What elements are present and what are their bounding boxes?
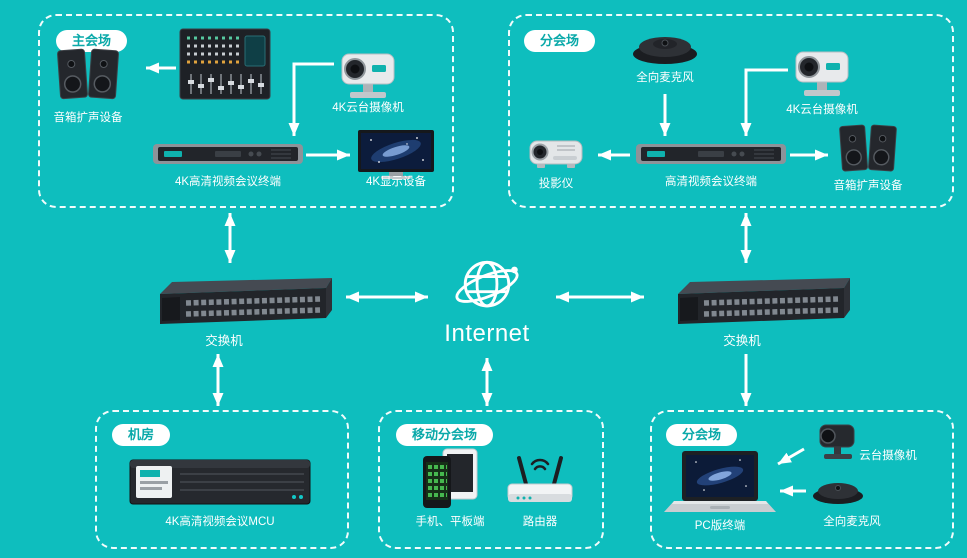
internet-label: Internet — [444, 320, 530, 347]
omni-mic-top-label: 全向麦克风 — [636, 72, 694, 84]
speakers-main-label: 音箱扩声设备 — [53, 112, 123, 124]
pill-mobile-branch: 移动分会场 — [396, 424, 494, 447]
terminal-branch-label: 高清视频会议终端 — [665, 176, 757, 188]
audio-mixer-icon — [179, 28, 271, 100]
pill-branch-venue-top: 分会场 — [524, 30, 596, 53]
projector-icon — [527, 134, 585, 172]
pill-machine-room: 机房 — [112, 424, 171, 447]
ptz-camera-branch-icon — [790, 46, 854, 98]
switch-left-label: 交换机 — [205, 334, 243, 348]
omni-microphone-top-icon — [629, 30, 701, 66]
router-label: 路由器 — [522, 516, 558, 528]
group-machine-room — [95, 410, 349, 549]
speakers-icon — [56, 46, 120, 104]
omni-microphone-bottom-icon — [810, 478, 866, 506]
camera-small-label: 云台摄像机 — [859, 450, 917, 462]
router-icon — [504, 448, 576, 510]
phone-tablet-icon — [421, 448, 479, 510]
network-switch-left-icon — [148, 272, 332, 332]
camera-main-label: 4K云台摄像机 — [332, 102, 404, 114]
conference-terminal-main-icon — [153, 143, 303, 167]
group-branch-venue-top — [508, 14, 954, 208]
pill-branch-venue-bottom: 分会场 — [666, 424, 738, 447]
network-switch-right-icon — [666, 272, 850, 332]
pc-terminal-label: PC版终端 — [694, 520, 746, 532]
omni-mic-bottom-label: 全向麦克风 — [823, 516, 881, 528]
display-main-label: 4K显示设备 — [365, 176, 427, 188]
group-branch-venue-bottom — [650, 410, 954, 549]
speakers-branch-label: 音箱扩声设备 — [833, 180, 903, 192]
laptop-icon — [664, 450, 776, 516]
mcu-rack-icon — [128, 452, 312, 510]
group-mobile-branch — [378, 410, 604, 549]
conference-terminal-branch-icon — [636, 143, 786, 167]
speakers-branch-icon — [836, 122, 900, 176]
projector-label: 投影仪 — [538, 178, 574, 190]
switch-right-label: 交换机 — [723, 334, 761, 348]
display-icon — [357, 130, 435, 180]
ptz-camera-main-icon — [336, 48, 400, 100]
ptz-camera-small-icon — [812, 422, 860, 462]
mobile-devices-label: 手机、平板端 — [415, 516, 485, 528]
internet-globe-icon — [451, 250, 523, 322]
terminal-main-label: 4K高清视频会议终端 — [174, 176, 282, 188]
mcu-label: 4K高清视频会议MCU — [165, 516, 275, 528]
group-main-venue — [38, 14, 454, 208]
pill-main-venue: 主会场 — [56, 30, 128, 53]
camera-branch-label: 4K云台摄像机 — [786, 104, 858, 116]
